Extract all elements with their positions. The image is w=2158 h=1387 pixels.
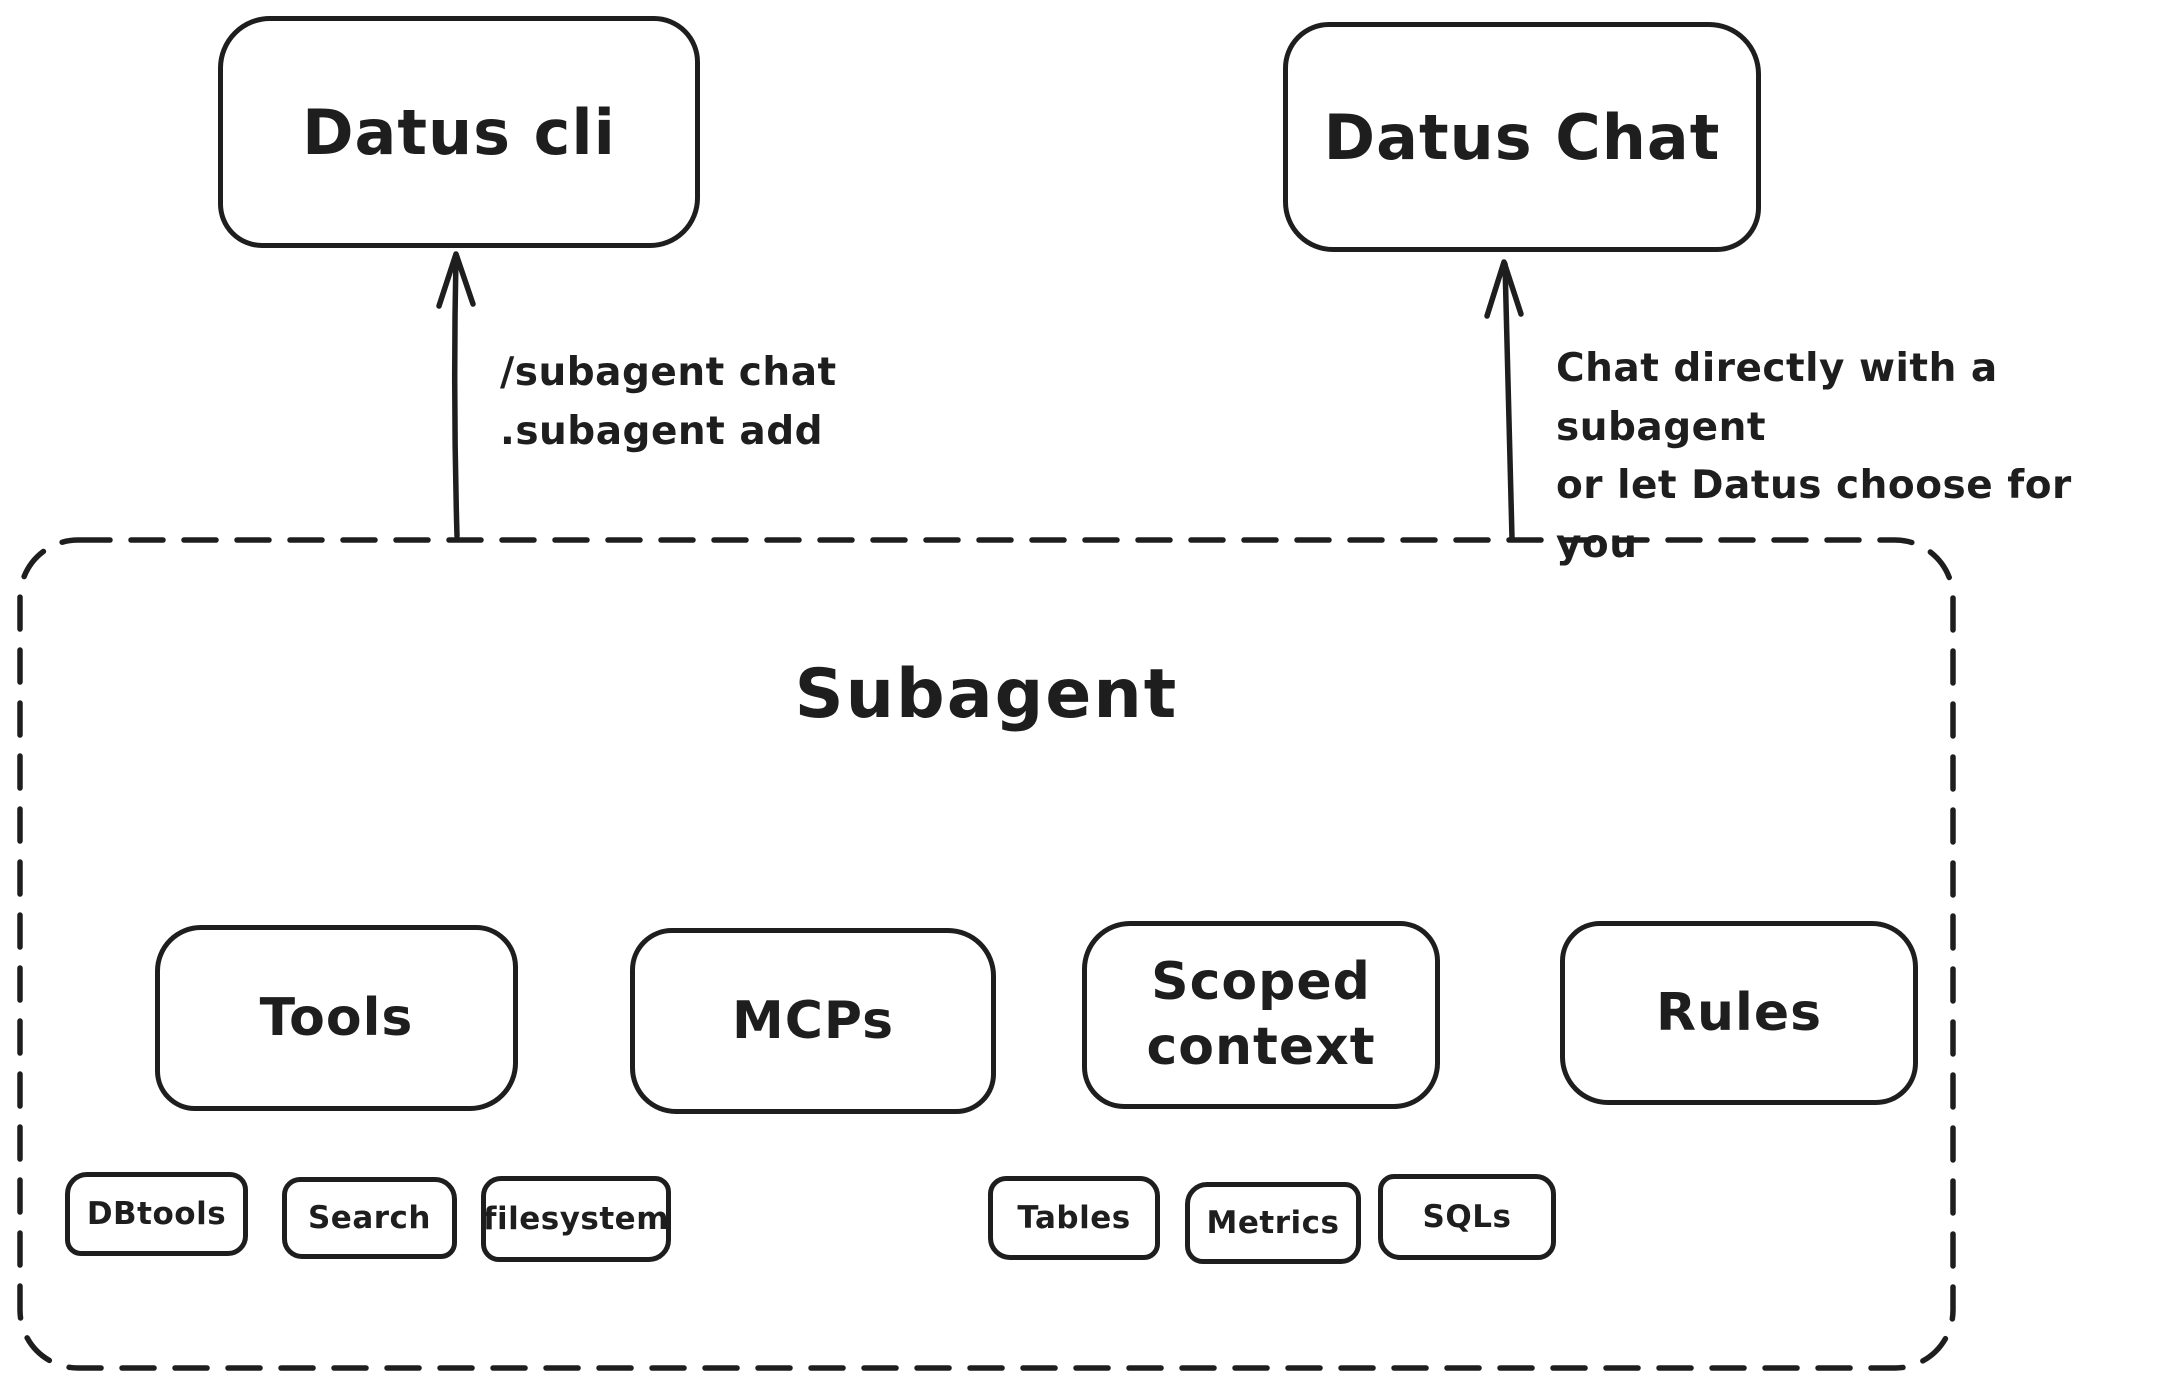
arrow-to-cli-icon (436, 251, 476, 539)
module-rules-label: Rules (1655, 982, 1823, 1043)
arrow-label-chat: Chat directly with a subagent or let Dat… (1556, 346, 2072, 567)
chip-tables-label: Tables (1017, 1200, 1131, 1236)
node-datus-cli-label: Datus cli (302, 95, 616, 169)
module-scoped-context: Scoped context (1082, 921, 1440, 1109)
chip-dbtools-label: DBtools (86, 1196, 227, 1232)
chip-dbtools: DBtools (65, 1172, 248, 1256)
chip-filesystem-label: filesystem (482, 1201, 670, 1237)
arrow-to-chat-icon (1484, 259, 1524, 541)
chip-filesystem: filesystem (481, 1176, 671, 1262)
node-datus-chat: Datus Chat (1283, 22, 1761, 252)
chip-metrics: Metrics (1185, 1182, 1361, 1264)
module-rules: Rules (1560, 921, 1918, 1105)
node-datus-cli: Datus cli (218, 16, 700, 248)
chip-tables: Tables (988, 1176, 1160, 1260)
chip-search: Search (282, 1177, 457, 1259)
module-scoped-context-label: Scoped context (1146, 952, 1376, 1077)
module-tools: Tools (155, 925, 518, 1111)
chip-search-label: Search (307, 1200, 431, 1236)
chip-metrics-label: Metrics (1206, 1205, 1340, 1241)
arrow-label-cli: /subagent chat .subagent add (500, 350, 837, 454)
node-datus-chat-label: Datus Chat (1323, 100, 1721, 174)
chip-sqls: SQLs (1378, 1174, 1556, 1260)
chip-sqls-label: SQLs (1422, 1199, 1512, 1235)
module-mcps-label: MCPs (731, 990, 895, 1051)
subagent-title: Subagent (794, 655, 1179, 734)
module-tools-label: Tools (259, 987, 414, 1048)
module-mcps: MCPs (630, 928, 996, 1114)
